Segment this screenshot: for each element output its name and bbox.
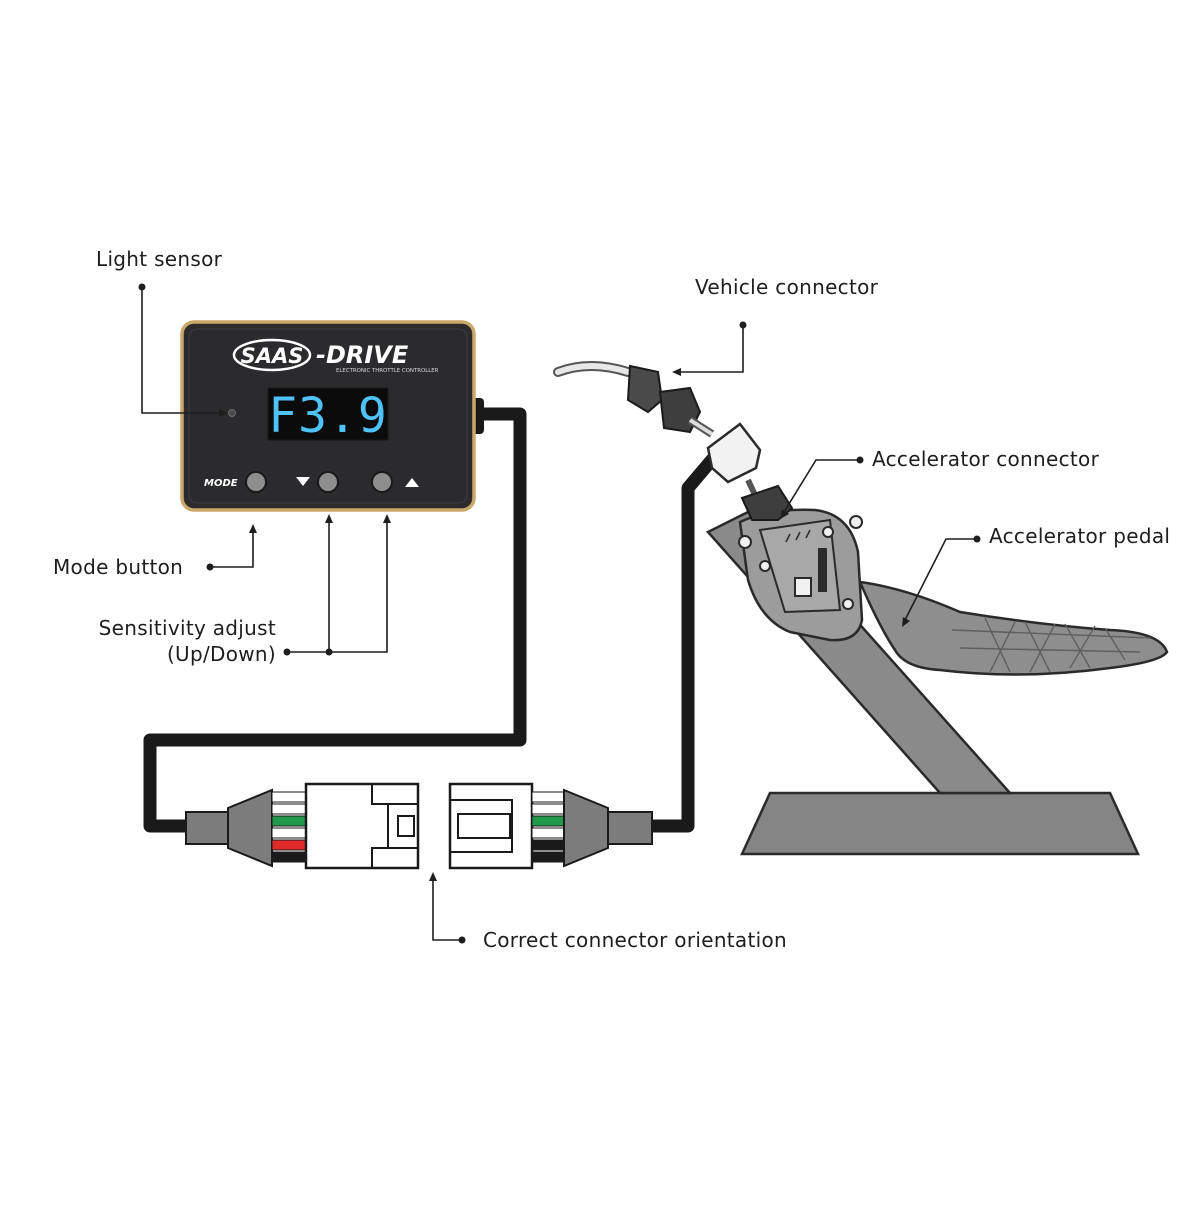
light-sensor-dot (228, 409, 236, 417)
up-arrow-icon (405, 478, 419, 487)
pedal-base (740, 791, 1140, 856)
down-arrow-icon (296, 477, 310, 486)
throttle-controller-device: SAAS -DRIVE ELECTRONIC THROTTLE CONTROLL… (180, 320, 484, 512)
label-vehicle-connector: Vehicle connector (695, 275, 879, 299)
product-name: -DRIVE (316, 341, 409, 369)
cable-connector-to-pedal (650, 450, 721, 833)
harness-connector-left (185, 782, 420, 870)
leader-lines (141, 287, 977, 941)
arrow-sens-down (325, 514, 333, 523)
adapter-module (706, 422, 762, 484)
arrow-sens-up (383, 514, 391, 523)
label-connector-orientation: Correct connector orientation (483, 928, 788, 952)
vehicle-connector (553, 361, 715, 438)
wire-bundle-right (531, 791, 565, 863)
brand-logo-text: SAAS (241, 344, 304, 368)
label-sensitivity-line2: (Up/Down) (166, 642, 276, 666)
arrow-mode (249, 524, 257, 533)
arrow-light-sensor (219, 409, 228, 417)
label-sensitivity-line1: Sensitivity adjust (98, 616, 276, 640)
leader-arrowheads (219, 368, 910, 881)
cable-device-to-connector (143, 407, 527, 833)
arrow-accel-connector (780, 509, 789, 519)
accelerator-pedal-assembly (705, 506, 1169, 856)
brand-logo-badge (232, 338, 312, 372)
arrow-orientation (429, 872, 437, 881)
arrow-vehicle (672, 368, 681, 376)
vehicle-plug (626, 364, 664, 414)
down-button[interactable] (317, 471, 339, 493)
arrow-pedal (902, 617, 910, 627)
label-mode-button: Mode button (53, 555, 184, 579)
pedal-lever (857, 580, 1169, 676)
mode-label: MODE (204, 478, 238, 489)
mode-button[interactable] (245, 471, 267, 493)
wire-bundle-left (271, 791, 307, 863)
label-accelerator-pedal: Accelerator pedal (989, 524, 1171, 548)
leader-dots (138, 283, 981, 944)
display-readout: F3.9 (268, 388, 388, 444)
label-light-sensor: Light sensor (96, 247, 223, 271)
label-accelerator-connector: Accelerator connector (872, 447, 1100, 471)
product-subtitle: ELECTRONIC THROTTLE CONTROLLER (336, 368, 439, 374)
label-sensitivity-adjust: Sensitivity adjust (Up/Down) (60, 615, 276, 667)
harness-connector-right (448, 782, 653, 870)
led-display (267, 387, 389, 441)
up-button[interactable] (371, 471, 393, 493)
